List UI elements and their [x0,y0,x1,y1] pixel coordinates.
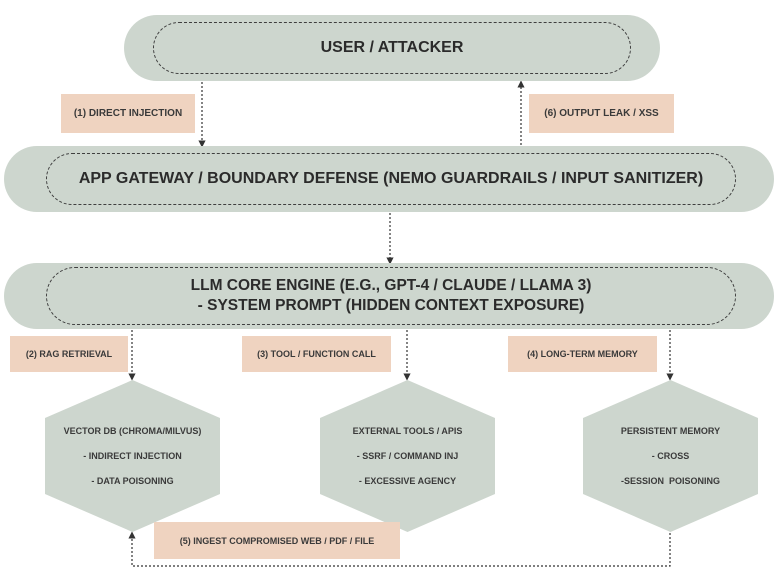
external-tools-title: EXTERNAL TOOLS / APIS [352,425,463,436]
tool-call-label: (3) TOOL / FUNCTION CALL [242,336,391,372]
external-tools-node: EXTERNAL TOOLS / APIS - SSRF / COMMAND I… [320,380,495,532]
rag-retrieval-label: (2) RAG RETRIEVAL [10,336,128,372]
llm-core-box: LLM CORE ENGINE (E.G., GPT-4 / CLAUDE / … [4,263,774,329]
llm-core-title: LLM CORE ENGINE (E.G., GPT-4 / CLAUDE / … [190,277,592,294]
persistent-memory-title: PERSISTENT MEMORY [620,425,721,436]
llm-core-subtitle: - SYSTEM PROMPT (HIDDEN CONTEXT EXPOSURE… [197,297,585,314]
app-gateway-label: APP GATEWAY / BOUNDARY DEFENSE (NEMO GUA… [46,153,736,205]
vector-db-node: VECTOR DB (CHROMA/MILVUS) - INDIRECT INJ… [45,380,220,532]
external-tools-threat-2: - EXCESSIVE AGENCY [358,475,457,486]
output-leak-label: (6) OUTPUT LEAK / XSS [529,94,674,133]
persistent-memory-node: PERSISTENT MEMORY - CROSS -SESSION POISO… [583,380,758,532]
vector-db-title: VECTOR DB (CHROMA/MILVUS) [63,425,202,436]
llm-core-inner: LLM CORE ENGINE (E.G., GPT-4 / CLAUDE / … [46,267,736,325]
user-attacker-label: USER / ATTACKER [153,22,631,74]
persistent-memory-threat-1: - CROSS [651,450,690,461]
vector-db-threat-1: - INDIRECT INJECTION [83,450,182,461]
vector-db-threat-2: - DATA POISONING [91,475,174,486]
long-term-memory-label: (4) LONG-TERM MEMORY [508,336,657,372]
app-gateway-box: APP GATEWAY / BOUNDARY DEFENSE (NEMO GUA… [4,146,774,212]
external-tools-threat-1: - SSRF / COMMAND INJ [356,450,459,461]
ingest-compromised-label: (5) INGEST COMPROMISED WEB / PDF / FILE [154,522,400,559]
persistent-memory-threat-2: -SESSION POISONING [620,475,721,486]
user-attacker-box: USER / ATTACKER [124,15,660,81]
direct-injection-label: (1) DIRECT INJECTION [61,94,195,133]
